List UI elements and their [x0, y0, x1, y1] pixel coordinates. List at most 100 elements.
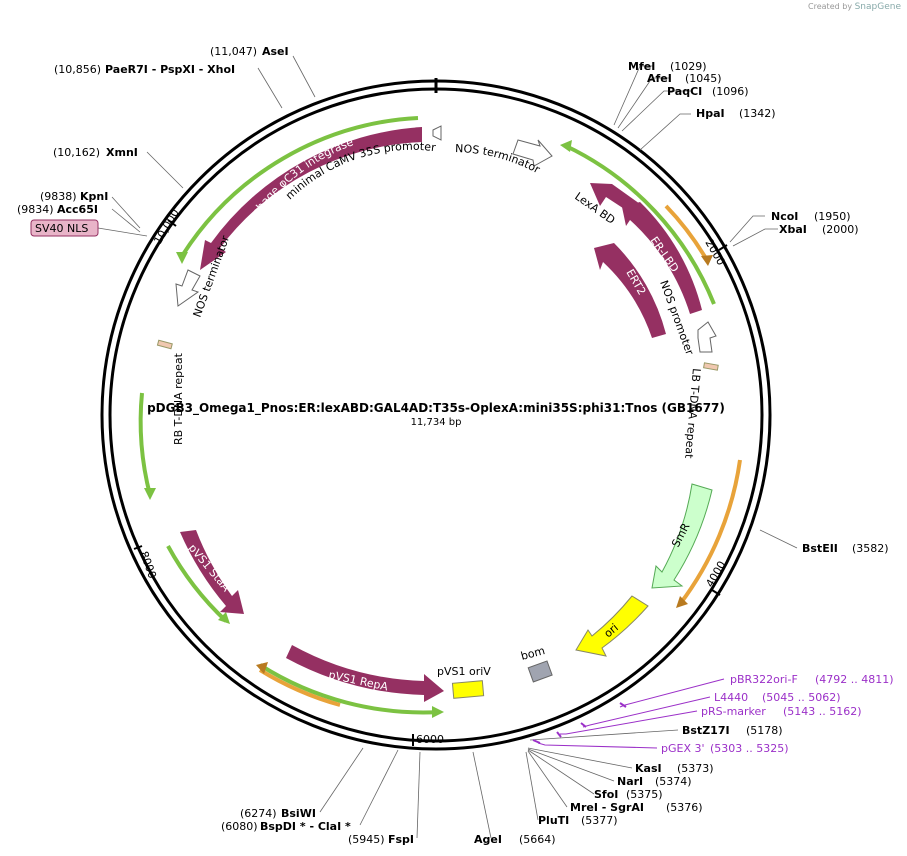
arc-arrowheads: [144, 140, 572, 718]
orange-arrowhead-2: [676, 596, 688, 608]
site-pos-kasi: (5373): [677, 762, 714, 775]
smr-feature: [651, 483, 713, 589]
nos-terminator-left: [175, 269, 201, 307]
site-name-paqci: PaqCI: [667, 85, 702, 98]
credit-text: Created by: [808, 2, 853, 11]
site-name-bstz17i: BstZ17I: [682, 724, 730, 737]
site-leaders: [97, 55, 798, 839]
site-pos-agei: (5664): [519, 833, 556, 846]
tick-label-6000: 6000: [416, 733, 444, 746]
site-name-xbai: XbaI: [779, 223, 807, 236]
site-pos-xmni: (10,162): [53, 146, 100, 159]
green-arc-repa: [258, 663, 441, 715]
primer-range-pbr322ori-f: (4792 .. 4811): [815, 673, 894, 686]
site-pos-xbai: (2000): [822, 223, 859, 236]
er-lbd-feature: [622, 202, 702, 314]
site-pos-xhoi: (10,856): [54, 63, 101, 76]
pvs1-oriv-label: pVS1 oriV: [437, 665, 491, 678]
primer-labels: pBR322ori-F (4792 .. 4811) L4440 (5045 .…: [661, 673, 894, 755]
site-pos-sgrai: (5376): [666, 801, 703, 814]
tick-label-8000: 8000: [137, 550, 159, 581]
site-pos-ncoi: (1950): [814, 210, 851, 223]
site-pos-bstz17i: (5178): [746, 724, 783, 737]
site-name-agei: AgeI: [474, 833, 502, 846]
site-labels: (11,047) AseI (10,856) PaeR7I - PspXI - …: [17, 45, 889, 846]
created-by-credit: Created by SnapGene: [808, 2, 901, 12]
orange-arrowheads: [256, 255, 713, 674]
site-name-bsiwi: BsiWI: [281, 807, 316, 820]
primer-range-l4440: (5045 .. 5062): [762, 691, 841, 704]
site-name-bsteii: BstEII: [802, 542, 838, 555]
green-arrowhead-5: [432, 706, 444, 718]
site-pos-afei: (1045): [685, 72, 722, 85]
primer-name-pgex3: pGEX 3': [661, 742, 705, 755]
green-arrowhead-4: [218, 612, 230, 624]
plasmid-name: pDGB3_Omega1_Pnos:ER:lexABD:GAL4AD:T35s-…: [147, 401, 725, 416]
site-name-asei: AseI: [262, 45, 289, 58]
tick-6000: 6000: [412, 733, 444, 746]
primer-name-pbr322ori-f: pBR322ori-F: [730, 673, 798, 686]
site-pos-kpni: (9838): [40, 190, 77, 203]
site-pos-asei: (11,047): [210, 45, 257, 58]
arc-features: [138, 116, 742, 715]
site-pos-fspi: (5945): [348, 833, 385, 846]
site-pos-hpai: (1342): [739, 107, 776, 120]
site-name-sfoi: SfoI: [594, 788, 618, 801]
site-pos-sfoi: (5375): [626, 788, 663, 801]
site-name-kpni: KpnI: [80, 190, 108, 203]
site-name-kasi: KasI: [635, 762, 662, 775]
rb-tdna-box: [156, 339, 173, 350]
orange-arrowhead-1: [701, 255, 713, 266]
site-pos-acc65i: (9834): [17, 203, 54, 216]
site-name-acc65i: Acc65I: [57, 203, 98, 216]
rb-tdna-label: RB T-DNA repeat: [172, 352, 185, 445]
site-name-clai: BspDI * - ClaI *: [260, 820, 351, 833]
site-name-xmni: XmnI: [106, 146, 138, 159]
backbone-inner-strand: [108, 87, 764, 743]
site-pos-mfei: (1029): [670, 60, 707, 73]
pvs1-staa-feature: [180, 530, 244, 614]
bom-feature: [527, 660, 553, 683]
sv40-nls-label: SV40 NLS: [35, 222, 88, 235]
site-name-pluti: PluTI: [538, 814, 569, 827]
pvs1-oriv-feature: [451, 680, 485, 699]
site-name-xhoi: PaeR7I - PspXI - XhoI: [105, 63, 235, 76]
green-arrowhead-1: [176, 252, 188, 264]
orange-arc-right: [678, 459, 742, 606]
green-arrowhead-2: [560, 140, 572, 152]
tick-10000: 10,000: [151, 207, 182, 247]
plasmid-size: 11,734 bp: [411, 417, 462, 428]
pvs1-repa-feature: [286, 645, 444, 702]
primer-name-prs-marker: pRS-marker: [701, 705, 766, 718]
site-name-sgrai: MreI - SgrAI: [570, 801, 644, 814]
site-pos-nari: (5374): [655, 775, 692, 788]
snapgene-logo: SnapGene: [854, 2, 901, 12]
green-arrowhead-3: [144, 488, 156, 500]
site-name-nari: NarI: [617, 775, 643, 788]
site-pos-clai: (6080): [221, 820, 258, 833]
primer-name-l4440: L4440: [714, 691, 748, 704]
ert2-feature: [594, 243, 666, 338]
primer-range-prs-marker: (5143 .. 5162): [783, 705, 862, 718]
ori-feature: [575, 595, 649, 657]
tick-label-10000: 10,000: [151, 207, 182, 247]
green-arc-top-left: [180, 116, 419, 258]
primer-range-pgex3: (5303 .. 5325): [710, 742, 789, 755]
sv40-nls-feature: SV40 NLS: [30, 219, 99, 237]
green-arc-left: [138, 392, 152, 496]
primer-leaders: [532, 678, 725, 749]
site-pos-paqci: (1096): [712, 85, 749, 98]
site-name-fspi: FspI: [388, 833, 414, 846]
green-arc-top-right: [565, 144, 716, 305]
mini35s-arrow: [432, 125, 442, 141]
site-pos-pluti: (5377): [581, 814, 618, 827]
site-name-afei: AfeI: [647, 72, 672, 85]
site-pos-bsteii: (3582): [852, 542, 889, 555]
orange-arrowhead-3: [256, 662, 268, 674]
green-arc-staa: [166, 545, 228, 623]
site-pos-bsiwi: (6274): [240, 807, 277, 820]
lb-tdna-box: [703, 362, 719, 371]
site-name-mfei: MfeI: [628, 60, 655, 73]
nos-terminator-top: [512, 139, 553, 167]
